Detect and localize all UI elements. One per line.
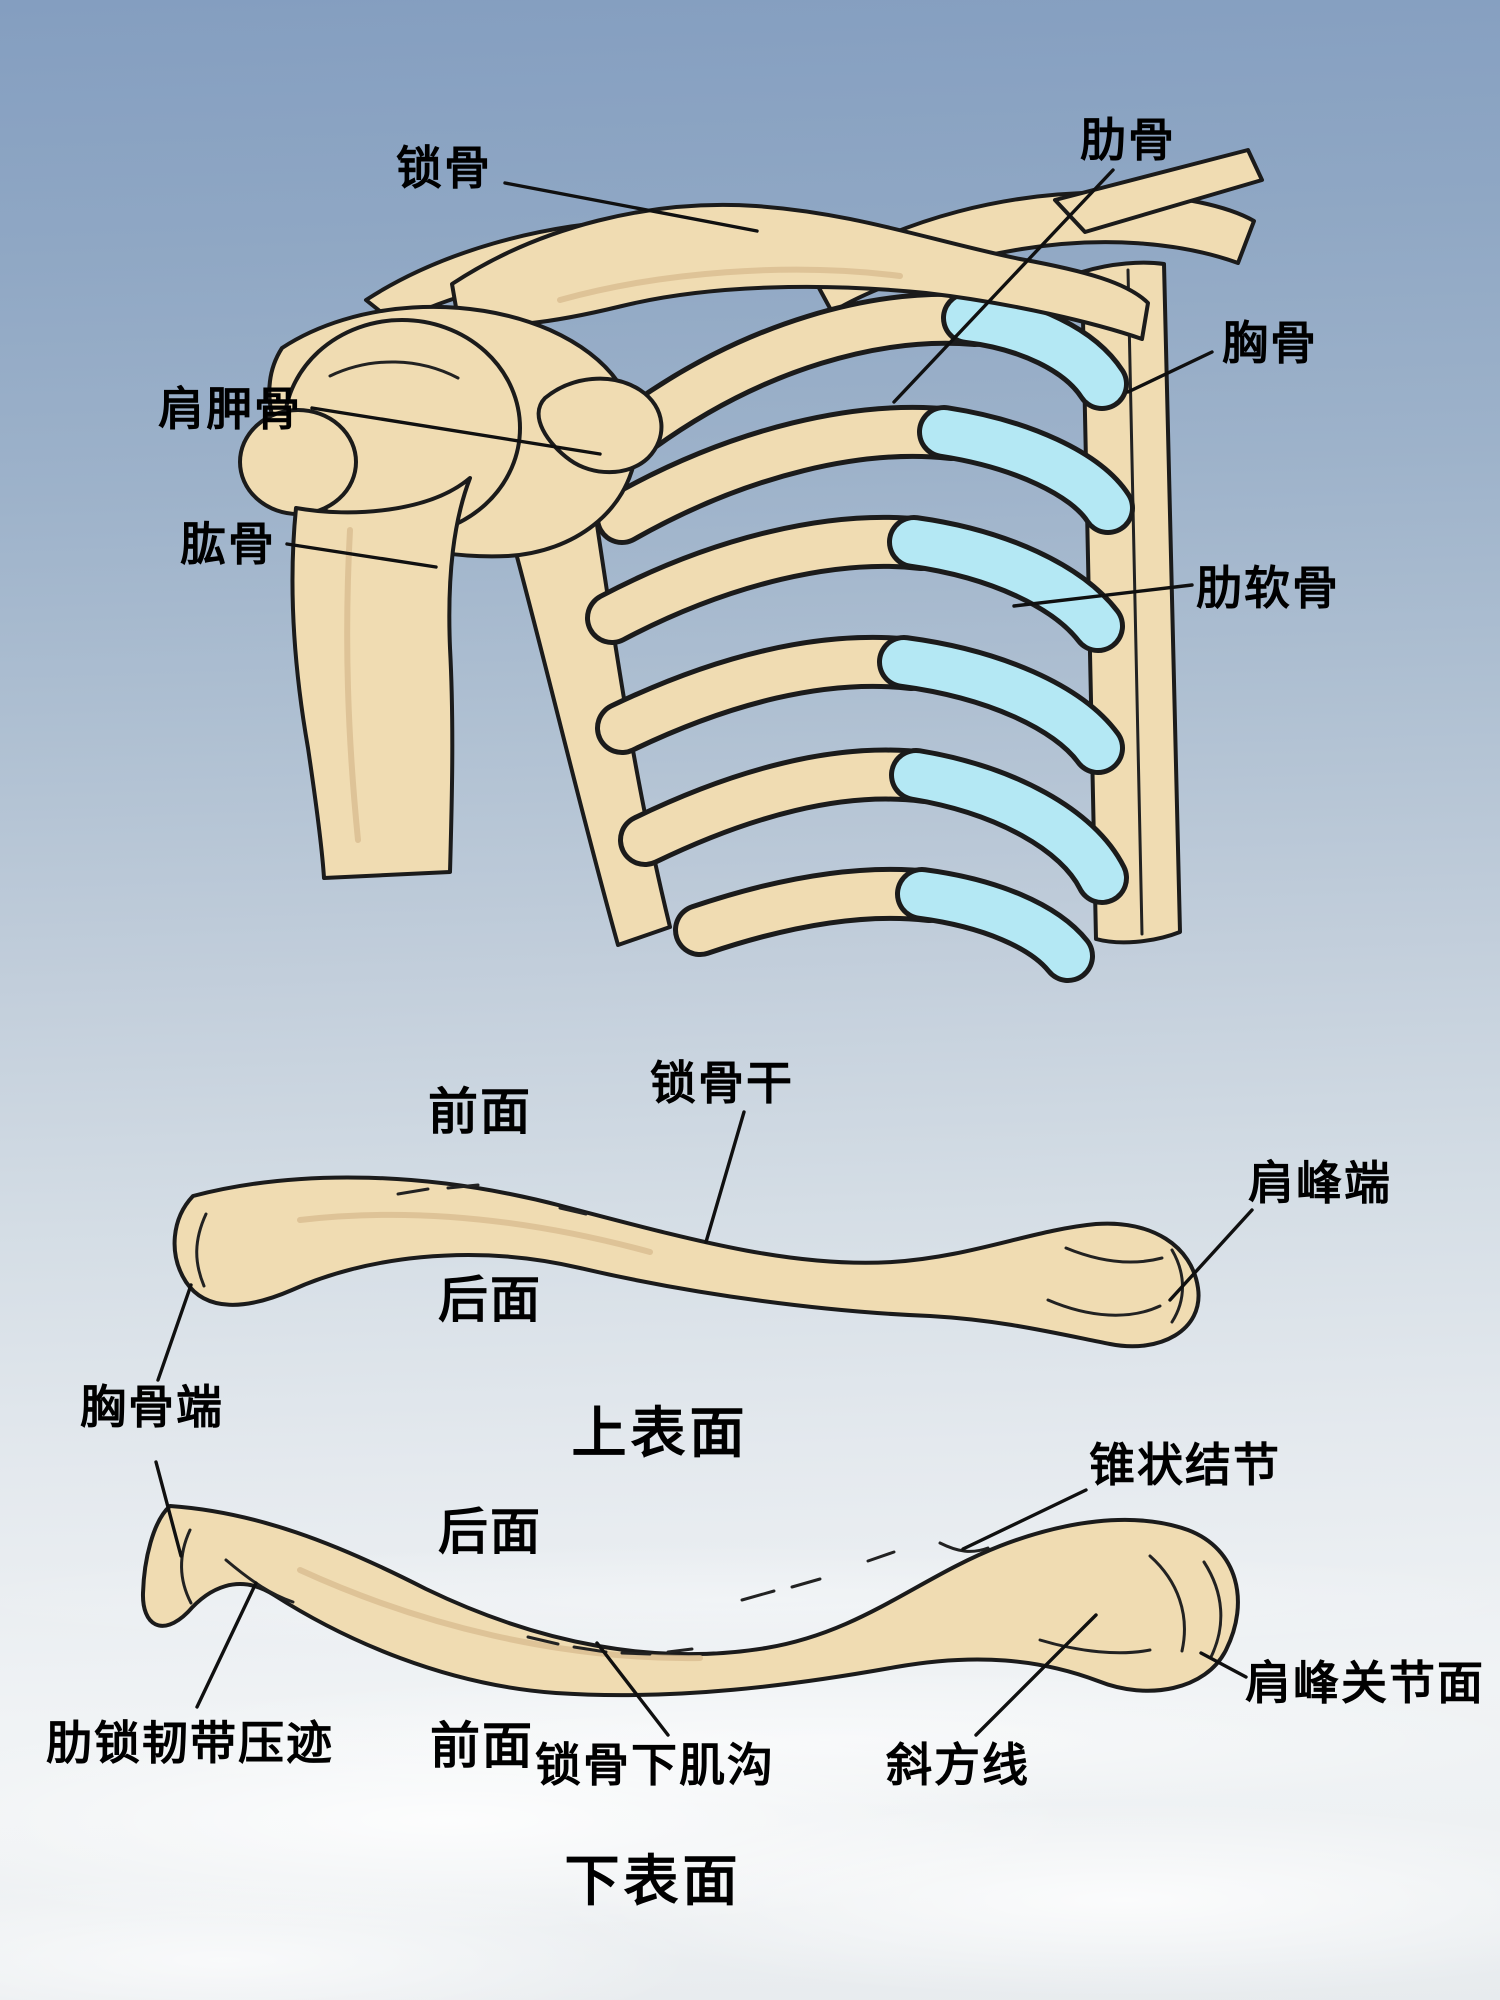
- label-posterior-inferior-view: 后面: [438, 1504, 542, 1560]
- leader-lines: [154, 168, 1254, 1737]
- label-humerus: 肱骨: [180, 518, 276, 570]
- humerus-shading: [344, 527, 361, 843]
- clavicle-inferior-figure: [140, 1504, 1240, 1698]
- label-conoid-tubercle: 锥状结节: [1089, 1439, 1281, 1491]
- inferior-shading: [297, 1567, 703, 1662]
- leader-scapula: [310, 406, 602, 456]
- heading-inferior-surface: 下表面: [564, 1850, 742, 1912]
- label-costoclavicular-impression: 肋锁韧带压迹: [46, 1717, 334, 1769]
- label-sternal-end: 胸骨端: [80, 1381, 224, 1433]
- leader-clavicle: [503, 181, 759, 233]
- sternal-facet-line: [195, 1212, 208, 1288]
- costoclavicular-impression-mark: [224, 1558, 295, 1604]
- leader-clavicle-shaft: [704, 1110, 746, 1244]
- leader-sternal-end-upper: [156, 1283, 193, 1382]
- leader-sternal-end-lower: [154, 1460, 183, 1558]
- inferior-sternal-facet: [180, 1528, 193, 1605]
- sternum-ridge: [1126, 268, 1144, 936]
- superior-shaft-marks: [396, 1183, 588, 1216]
- leader-costoclavicular: [195, 1581, 258, 1709]
- scapula-spine-process: [1053, 148, 1264, 234]
- leader-rib: [892, 168, 1115, 404]
- label-rib: 肋骨: [1080, 114, 1176, 166]
- clavicle-superior-bone: [172, 1175, 1201, 1349]
- label-posterior-superior-view: 后面: [438, 1272, 542, 1328]
- label-acromial-end: 肩峰端: [1248, 1157, 1392, 1209]
- leader-conoid-tubercle: [961, 1488, 1088, 1551]
- label-anterior-superior-view: 前面: [428, 1084, 532, 1140]
- label-anterior-inferior-view: 前面: [430, 1718, 534, 1774]
- leader-sternum: [1126, 350, 1214, 394]
- label-trapezoid-line: 斜方线: [886, 1739, 1030, 1791]
- label-subclavius-groove: 锁骨下肌沟: [535, 1739, 775, 1791]
- label-clavicle-shaft: 锁骨干: [650, 1057, 794, 1109]
- humeral-head-crease: [328, 360, 460, 380]
- shoulder-figure: [238, 148, 1264, 983]
- heading-superior-surface: 上表面: [571, 1402, 749, 1464]
- humerus-shaft: [290, 476, 472, 880]
- leader-acromial-end: [1168, 1208, 1254, 1302]
- leader-trapezoid-line: [974, 1613, 1098, 1737]
- leader-subclavius-groove: [595, 1641, 670, 1737]
- subclavius-groove-dashes: [526, 1635, 694, 1656]
- clavicle-shading: [557, 266, 903, 303]
- clavicle-inferior-bone: [140, 1504, 1240, 1698]
- superior-shading: [297, 1211, 653, 1255]
- trapezoid-ridge-mark: [1038, 1638, 1152, 1655]
- label-costal-cartilage: 肋软骨: [1196, 562, 1340, 614]
- clavicle-superior-figure: [172, 1175, 1201, 1349]
- inferior-top-dashes: [740, 1550, 896, 1602]
- ribs: [585, 291, 1135, 983]
- leader-acromial-facet: [1199, 1651, 1248, 1679]
- label-sternum: 胸骨: [1222, 317, 1318, 369]
- leader-costal-cartilage: [1012, 583, 1194, 608]
- label-clavicle: 锁骨: [396, 142, 492, 194]
- label-scapula: 肩胛骨: [158, 383, 302, 435]
- acromial-facet-marks: [1148, 1554, 1223, 1659]
- leader-humerus: [285, 542, 438, 569]
- conoid-tubercle-mark: [938, 1541, 990, 1553]
- label-acromial-facet: 肩峰关节面: [1245, 1657, 1485, 1709]
